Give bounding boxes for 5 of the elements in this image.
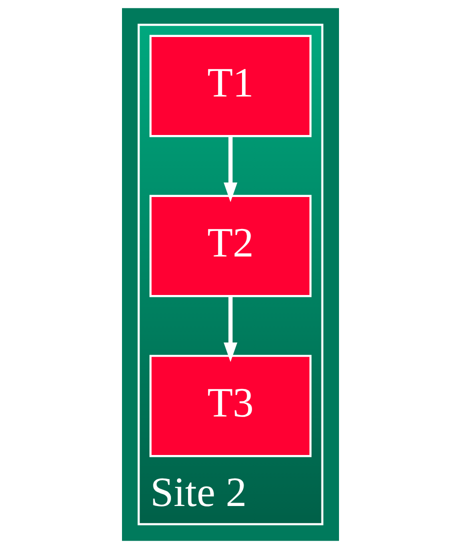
arrow [224,136,238,202]
node-box: T2 [149,194,312,298]
node-box: T1 [149,34,312,138]
node-box: T3 [149,354,312,458]
arrow [224,296,238,362]
